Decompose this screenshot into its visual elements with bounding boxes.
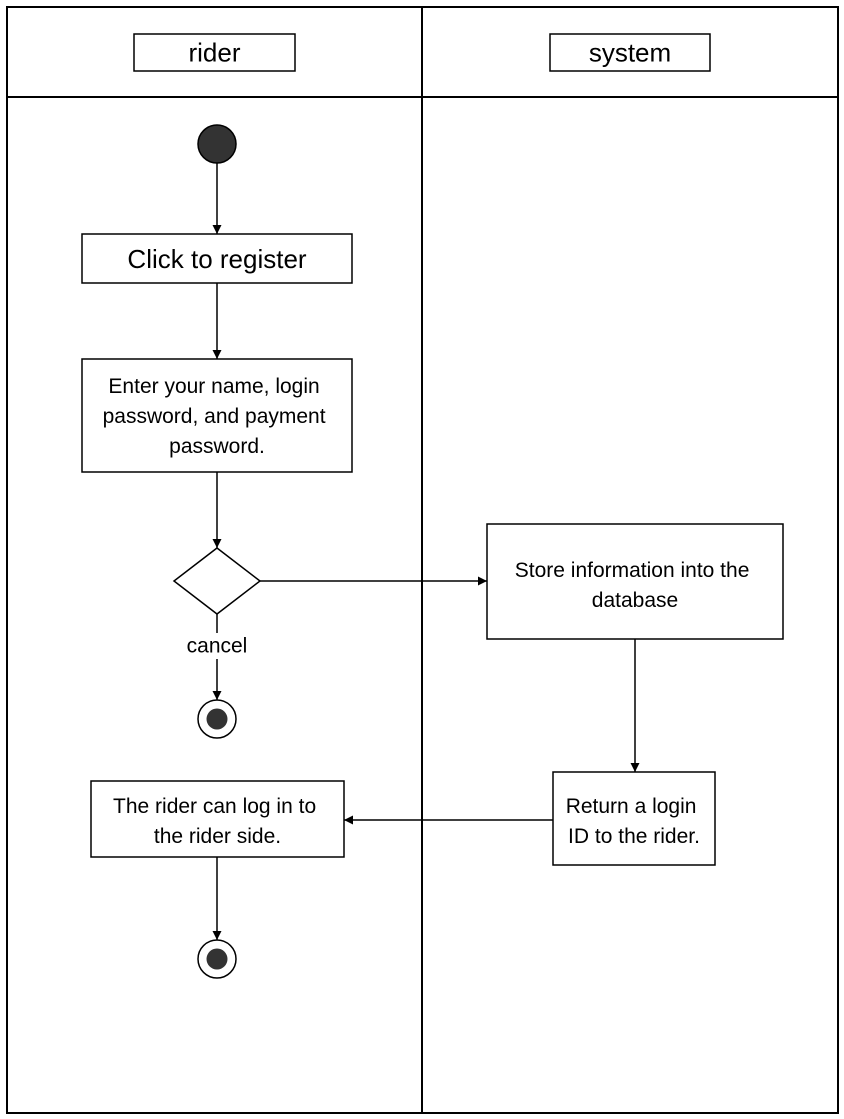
activity-click-register-label: Click to register xyxy=(127,244,306,274)
lane-title-system: system xyxy=(589,38,671,68)
final-state-cancel xyxy=(197,699,237,739)
edge-label-cancel: cancel xyxy=(187,635,248,658)
lane-header-system: system xyxy=(549,33,711,72)
activity-rider-login-label: The rider can log in to the rider side. xyxy=(113,795,322,848)
initial-state xyxy=(197,124,237,164)
activity-enter-info: Enter your name, login password, and pay… xyxy=(81,358,353,473)
swimlane-frame xyxy=(6,6,839,1114)
activity-store-info-label: Store information into the database xyxy=(515,559,755,612)
activity-click-register: Click to register xyxy=(81,233,353,284)
decision-node xyxy=(172,547,262,615)
activity-return-id: Return a login ID to the rider. xyxy=(552,771,716,866)
lane-title-rider: rider xyxy=(188,38,240,68)
lane-header-rider: rider xyxy=(133,33,296,72)
activity-return-id-label: Return a login ID to the rider. xyxy=(566,795,703,848)
edges xyxy=(212,163,640,940)
activity-store-info: Store information into the database xyxy=(486,523,784,640)
activity-rider-login: The rider can log in to the rider side. xyxy=(90,780,345,858)
activity-enter-info-label: Enter your name, login password, and pay… xyxy=(103,375,332,458)
final-state xyxy=(197,939,237,979)
